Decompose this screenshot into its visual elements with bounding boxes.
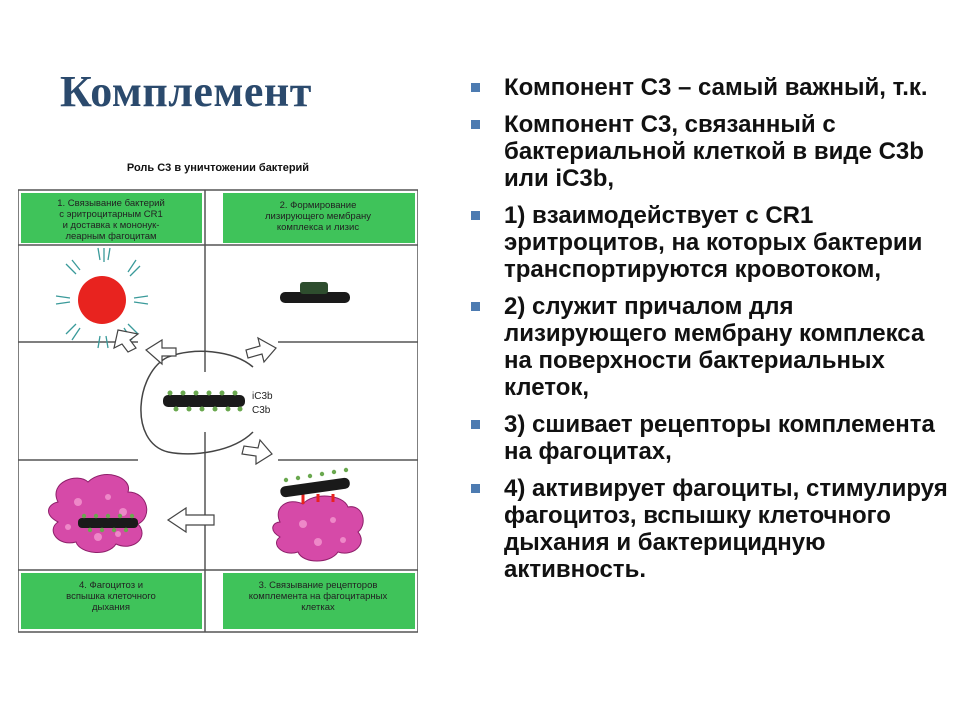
panel-label-line: комплекса и лизис [277, 222, 359, 233]
panel-label-line: 3. Связывание рецепторов [259, 580, 378, 591]
bullet-item: Компонент С3, связанный с бактериальной … [470, 111, 950, 192]
opsonized-bacterium-loop [140, 350, 254, 455]
panel-label-line: клетках [301, 602, 335, 613]
lysed-bacterium [280, 282, 350, 303]
square-bullet-icon [471, 302, 480, 311]
panel-label-line: леарным фагоцитам [65, 231, 156, 242]
panel-label-line: с эритроцитарным CR1 [59, 209, 163, 220]
bullet-item: 3) сшивает рецепторы комплемента на фаго… [470, 411, 950, 465]
panel-label-line: 2. Формирование [280, 200, 357, 211]
ic3b-label: iC3b [252, 391, 273, 402]
panel-3-background [223, 573, 415, 629]
bullet-item: 2) служит причалом для лизирующего мембр… [470, 293, 950, 401]
figure-grid [17, 189, 419, 633]
panel-label-line: 4. Фагоцитоз и [79, 580, 143, 591]
arrow-down-right-icon [241, 438, 273, 466]
panel-label-line: вспышка клеточного [66, 591, 156, 602]
square-bullet-icon [471, 83, 480, 92]
bullet-text: Компонент С3, связанный с бактериальной … [504, 111, 924, 192]
bullet-text: 3) сшивает рецепторы комплемента на фаго… [504, 411, 935, 465]
panel-2-background [223, 193, 415, 243]
arrow-up-left-icon [144, 338, 177, 366]
panel-4-label: 4. Фагоцитоз и вспышка клеточного дыхани… [66, 580, 156, 613]
bullet-list: Компонент С3 – самый важный, т.к. Компон… [470, 74, 950, 593]
panel-1-background [21, 193, 202, 243]
bullet-text: 2) служит причалом для лизирующего мембр… [504, 293, 925, 401]
bullet-text: 1) взаимодействует с CR1 эритроцитов, на… [504, 202, 923, 283]
square-bullet-icon [471, 420, 480, 429]
bullet-item: 1) взаимодействует с CR1 эритроцитов, на… [470, 202, 950, 283]
panel-label-line: дыхания [92, 602, 130, 613]
phagocyte-binding [272, 467, 364, 562]
arrow-left-icon [166, 506, 215, 534]
erythrocyte-with-cr1 [55, 247, 149, 349]
panel-3-label: 3. Связывание рецепторов комплемента на … [249, 580, 388, 613]
figure-caption: Роль С3 в уничтожении бактерий [127, 162, 309, 174]
bullet-text: Компонент С3 – самый важный, т.к. [504, 74, 928, 101]
square-bullet-icon [471, 120, 480, 129]
bullet-item: 4) активирует фагоциты, стимулируя фагоц… [470, 475, 950, 583]
panel-2-label: 2. Формирование лизирующего мембрану ком… [265, 200, 371, 233]
phagocyte-engulfing [48, 474, 148, 553]
flow-arrows [113, 329, 277, 534]
c3-role-figure: Роль С3 в уничтожении бактерий 1. Связыв… [17, 152, 419, 657]
c3b-label: C3b [252, 405, 271, 416]
panel-1-label: 1. Связывание бактерий с эритроцитарным … [57, 198, 165, 242]
panel-label-line: 1. Связывание бактерий [57, 198, 165, 209]
panel-4-background [21, 573, 202, 629]
square-bullet-icon [471, 211, 480, 220]
panel-label-line: лизирующего мембрану [265, 211, 371, 222]
arrow-up-right-icon [245, 336, 277, 364]
bullet-item: Компонент С3 – самый важный, т.к. [470, 74, 950, 101]
slide-title: Комплемент [60, 67, 312, 116]
erythrocyte [78, 276, 126, 324]
square-bullet-icon [471, 484, 480, 493]
panel-label-line: комплемента на фагоцитарных [249, 591, 388, 602]
arrow-to-erythrocyte-icon [113, 329, 140, 353]
bullet-text: 4) активирует фагоциты, стимулируя фагоц… [504, 475, 948, 583]
panel-label-line: и доставка к мононук- [63, 220, 160, 231]
